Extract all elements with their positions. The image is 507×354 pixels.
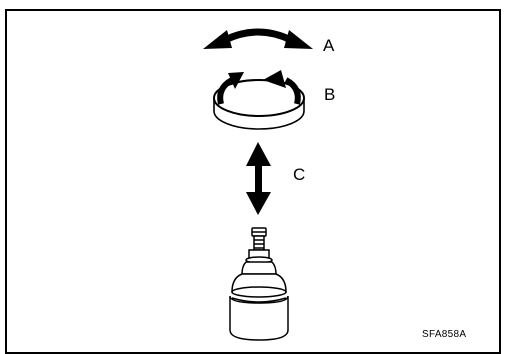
vertical-arrow-c-icon <box>246 142 271 215</box>
rotation-arrow-b-icon <box>213 70 305 130</box>
label-a: A <box>323 36 335 55</box>
label-c: C <box>293 165 306 184</box>
figure-reference: SFA858A <box>422 329 467 340</box>
ball-joint-icon <box>229 227 289 341</box>
label-b: B <box>324 85 336 104</box>
double-arrow-a-icon <box>203 28 313 49</box>
